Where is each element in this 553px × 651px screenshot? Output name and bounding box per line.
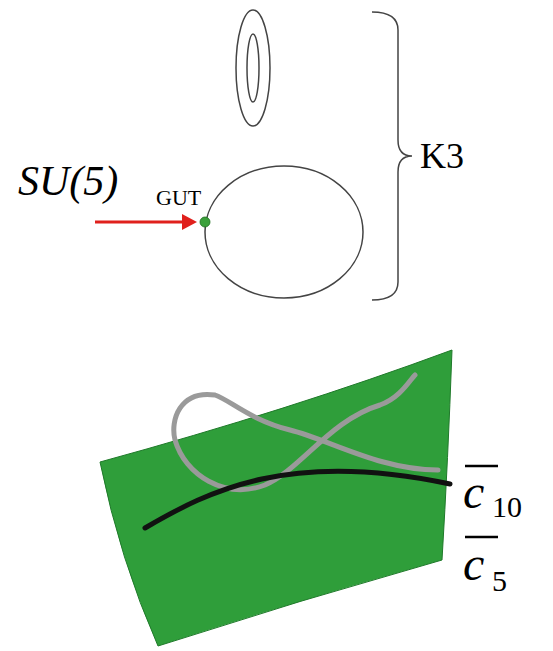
cycle-ellipse	[205, 166, 363, 298]
arrow-head	[182, 214, 197, 230]
bracket	[372, 12, 412, 300]
outer-loop	[236, 10, 270, 126]
subscript-label: GUT	[156, 187, 201, 209]
inner-loop	[247, 34, 259, 102]
curve-label: c	[463, 468, 484, 516]
subscript-label: 5	[492, 566, 507, 596]
overbar	[465, 536, 498, 539]
subscript-label: 10	[492, 492, 522, 522]
overbar	[465, 465, 498, 468]
gut-point	[200, 217, 210, 227]
group-label: SU(5)	[18, 160, 118, 202]
curve-label: c	[463, 540, 484, 588]
manifold-label: K3	[420, 138, 464, 174]
surface-sheet	[100, 350, 452, 646]
pointer-arrow	[95, 221, 184, 224]
matter-curve-10	[145, 471, 450, 528]
